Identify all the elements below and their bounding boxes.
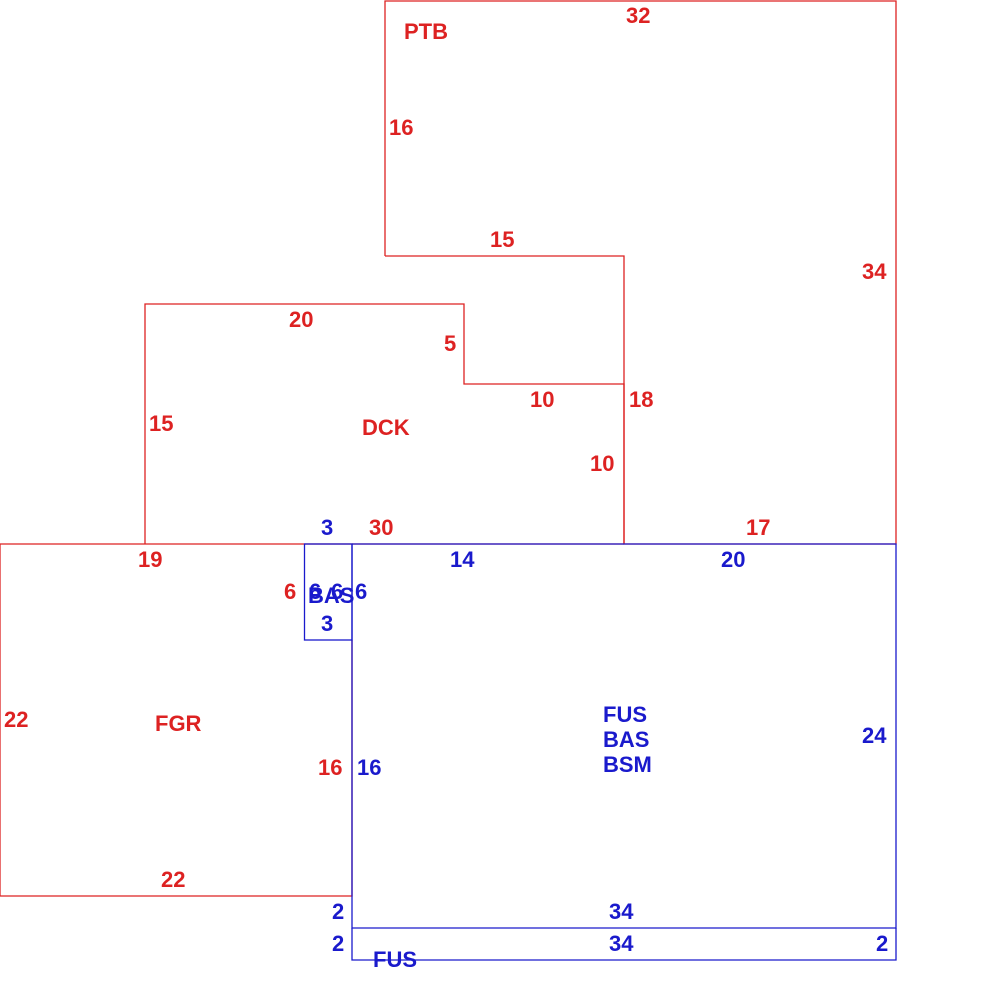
fgr-right-dimension: 16 [318,755,342,780]
bas-small-right-dimension: 6 [355,579,367,604]
fgr-top-dimension: 19 [138,547,162,572]
ptb-step-dimension: 15 [490,227,514,252]
fus-strip-code-label: FUS [373,947,417,972]
main-left-dimension: 16 [357,755,381,780]
bas-small-top-dimension: 3 [321,515,333,540]
fgr-bottom-dimension: 22 [161,867,185,892]
dck-outline [144,303,625,544]
dck-code-label: DCK [362,415,410,440]
dck-notch-bottom-dimension: 10 [530,387,554,412]
fus-strip-outline [351,928,897,961]
ptb-code-label: PTB [404,19,448,44]
dck-notch-dimension: 5 [444,331,456,356]
dck-bottom-dimension: 30 [369,515,393,540]
ptb-top-dimension: 32 [626,3,650,28]
fus-strip-right-dimension: 2 [876,931,888,956]
fgr-code-label: FGR [155,711,202,736]
bas-small-outline [303,543,353,641]
main-top-right-dimension: 20 [721,547,745,572]
dck-left-dimension: 15 [149,411,173,436]
main-bottom-dimension: 34 [609,899,634,924]
fus-strip-top-dimension: 34 [609,931,634,956]
fus-strip-left-dimension: 2 [332,931,344,956]
bas-small-left-dimension: 6 [309,579,321,604]
main-code-label-2: BAS [603,727,649,752]
bas-small-bottom-dimension: 3 [321,611,333,636]
ptb-left-dimension: 16 [389,115,413,140]
main-code-label-3: BSM [603,752,652,777]
main-gap-dimension: 2 [332,899,344,924]
fgr-small-side-dimension: 6 [284,579,296,604]
ptb-right-dimension: 34 [862,259,887,284]
ptb-outline [384,0,897,545]
dck-top-dimension: 20 [289,307,313,332]
bas-small-mid-dimension: 6 [331,579,343,604]
fgr-left-dimension: 22 [4,707,28,732]
ptb-bottom-dimension: 17 [746,515,770,540]
main-code-label-1: FUS [603,702,647,727]
main-top-left-dimension: 14 [450,547,475,572]
dck-right-dimension: 10 [590,451,614,476]
ptb-inner-right-dimension: 18 [629,387,653,412]
main-right-dimension: 24 [862,723,887,748]
bas-small-code-label: BAS [308,583,354,608]
